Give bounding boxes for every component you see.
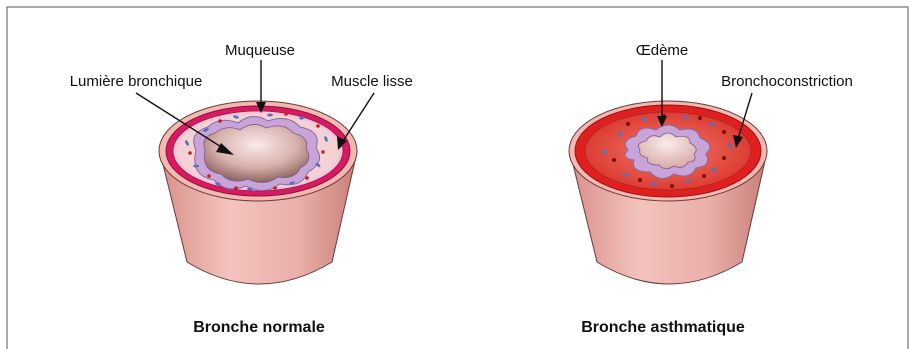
caption-asthmatic: Bronche asthmatique bbox=[581, 319, 745, 336]
figure-frame bbox=[7, 7, 908, 349]
label-edema-text: Œdème bbox=[636, 42, 689, 59]
caption-normal: Bronche normale bbox=[193, 319, 325, 336]
asthmatic-bronchus bbox=[569, 101, 767, 284]
label-bronchoconstriction-text: Bronchoconstriction bbox=[721, 73, 853, 90]
normal-lumen bbox=[204, 124, 309, 182]
label-lumen-text: Lumière bronchique bbox=[70, 73, 203, 90]
label-mucosa-text: Muqueuse bbox=[225, 42, 295, 59]
label-bronchoconstriction: Bronchoconstriction bbox=[721, 73, 853, 148]
normal-bronchus bbox=[159, 101, 357, 284]
label-smooth-muscle-text: Muscle lisse bbox=[331, 73, 413, 90]
